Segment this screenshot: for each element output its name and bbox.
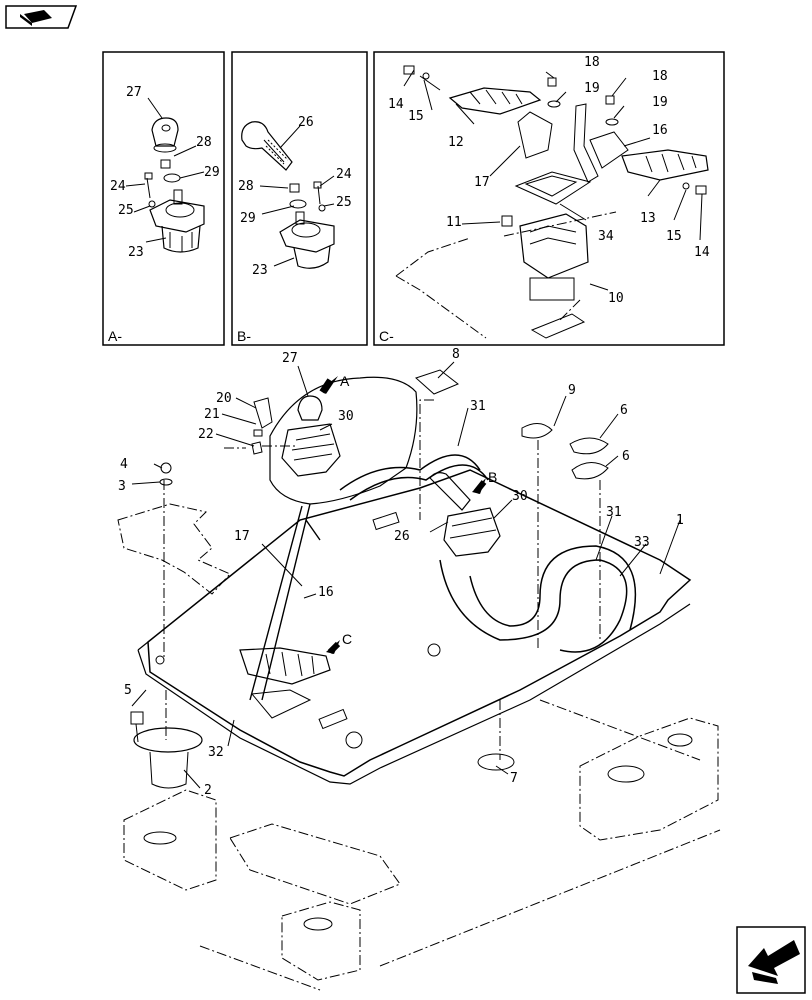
callout-25: 25 xyxy=(336,195,352,210)
pedal-main xyxy=(239,647,331,719)
callout-31: 31 xyxy=(606,505,622,520)
callout-1: 1 xyxy=(676,513,684,528)
callout-21: 21 xyxy=(204,407,220,422)
book-icon xyxy=(20,10,52,26)
next-nav-button[interactable] xyxy=(736,926,806,994)
callout-18: 18 xyxy=(652,69,668,84)
callout-19: 19 xyxy=(584,81,600,96)
panel-c-label: C- xyxy=(379,328,394,344)
view-marker-c: C xyxy=(326,631,352,655)
frame-lower xyxy=(123,717,721,991)
panel-a-label: A- xyxy=(108,328,122,344)
cab-mount xyxy=(130,711,203,789)
small-parts xyxy=(159,369,609,486)
hose-right xyxy=(439,545,637,653)
view-marker-b: B xyxy=(472,469,497,494)
callout-33: 33 xyxy=(634,535,650,550)
callout-20: 20 xyxy=(216,391,232,406)
floor-plate xyxy=(137,469,692,785)
callout-14: 14 xyxy=(388,97,404,112)
pilot-valve-b xyxy=(279,211,335,269)
callout-29: 29 xyxy=(240,211,256,226)
main-assembly: A B C 27 8 20 21 22 30 31 9 6 6 4 3 17 1… xyxy=(117,347,721,991)
callout-28: 28 xyxy=(238,179,254,194)
callout-15: 15 xyxy=(666,229,682,244)
pedal-right-c xyxy=(621,149,709,195)
view-marker-a: A xyxy=(319,373,350,394)
detail-panel-c: C- xyxy=(373,51,725,346)
svg-text:A: A xyxy=(340,373,350,389)
handle-grip-b xyxy=(241,121,293,171)
callout-29: 29 xyxy=(204,165,220,180)
callout-11: 11 xyxy=(446,215,462,230)
callout-15: 15 xyxy=(408,109,424,124)
callout-22: 22 xyxy=(198,427,214,442)
callout-19: 19 xyxy=(652,95,668,110)
callout-7: 7 xyxy=(510,771,518,786)
joystick-right xyxy=(429,472,501,557)
back-nav-button[interactable] xyxy=(5,5,78,29)
callout-30: 30 xyxy=(512,489,528,504)
callout-4: 4 xyxy=(120,457,128,472)
callout-32: 32 xyxy=(208,745,224,760)
callout-27: 27 xyxy=(282,351,298,366)
floor-mat xyxy=(477,753,515,771)
callout-24: 24 xyxy=(110,179,126,194)
callout-2: 2 xyxy=(204,783,212,798)
hose-left xyxy=(339,454,489,501)
callout-17: 17 xyxy=(234,529,250,544)
callout-26: 26 xyxy=(298,115,314,130)
callout-12: 12 xyxy=(448,135,464,150)
callout-30: 30 xyxy=(338,409,354,424)
callout-6: 6 xyxy=(622,449,630,464)
svg-text:B: B xyxy=(488,469,497,485)
joystick-left xyxy=(281,395,341,477)
callout-34: 34 xyxy=(598,229,614,244)
callout-28: 28 xyxy=(196,135,212,150)
callout-16: 16 xyxy=(652,123,668,138)
callout-31: 31 xyxy=(470,399,486,414)
callout-14: 14 xyxy=(694,245,710,260)
svg-text:C: C xyxy=(342,631,352,647)
pedal-valve-c xyxy=(501,171,592,339)
callout-9: 9 xyxy=(568,383,576,398)
pedal-left-c xyxy=(403,65,542,115)
pilot-valve-a xyxy=(149,189,205,253)
console-cover-left xyxy=(269,376,418,505)
callout-25: 25 xyxy=(118,203,134,218)
callout-16: 16 xyxy=(318,585,334,600)
callout-13: 13 xyxy=(640,211,656,226)
callout-17: 17 xyxy=(474,175,490,190)
panel-b-label: B- xyxy=(237,328,251,344)
callout-23: 23 xyxy=(252,263,268,278)
callout-18: 18 xyxy=(584,55,600,70)
callout-3: 3 xyxy=(118,479,126,494)
callout-5: 5 xyxy=(124,683,132,698)
detail-panel-b: B- 26 24 28 25 29 23 xyxy=(231,51,368,346)
callout-8: 8 xyxy=(452,347,460,362)
joystick-knob-a xyxy=(151,117,179,153)
arrow-icon xyxy=(748,940,800,984)
callout-10: 10 xyxy=(608,291,624,306)
callout-27: 27 xyxy=(126,85,142,100)
detail-panel-a: A- 27 28 29 24 25 23 xyxy=(102,51,225,346)
callout-26: 26 xyxy=(394,529,410,544)
callout-23: 23 xyxy=(128,245,144,260)
callout-6: 6 xyxy=(620,403,628,418)
callout-24: 24 xyxy=(336,167,352,182)
